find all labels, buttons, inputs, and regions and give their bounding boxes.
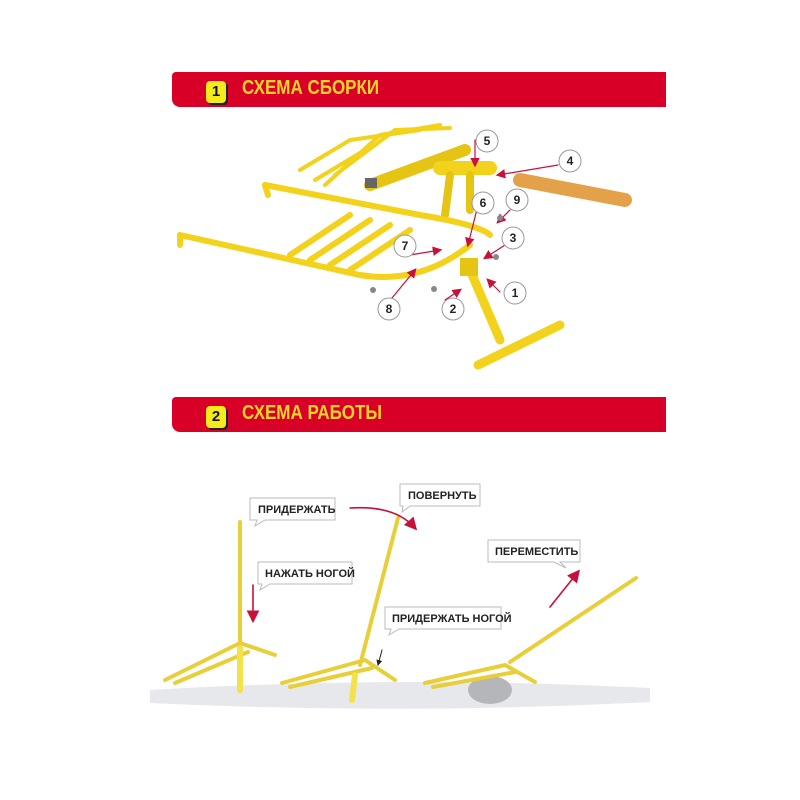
callout-1: 1 <box>503 281 527 305</box>
callout-9: 9 <box>505 188 529 212</box>
svg-text:5: 5 <box>484 134 491 148</box>
foot-step-bar <box>473 320 565 370</box>
arrow-turn <box>349 506 418 531</box>
svg-text:НАЖАТЬ НОГОЙ: НАЖАТЬ НОГОЙ <box>265 567 355 580</box>
section-number-badge: 2 <box>206 406 226 428</box>
callout-8: 8 <box>377 297 401 321</box>
callout-6: 6 <box>471 191 495 215</box>
crossbar <box>364 144 471 191</box>
section-title: СХЕМА СБОРКИ <box>242 77 380 99</box>
svg-text:8: 8 <box>386 302 393 316</box>
callout-5: 5 <box>475 129 499 153</box>
ground <box>150 681 650 709</box>
svg-text:7: 7 <box>402 239 409 253</box>
svg-text:9: 9 <box>514 193 521 207</box>
svg-text:ПРИДЕРЖАТЬ: ПРИДЕРЖАТЬ <box>258 504 336 516</box>
svg-text:ПРИДЕРЖАТЬ НОГОЙ: ПРИДЕРЖАТЬ НОГОЙ <box>392 612 512 625</box>
label-hold-foot: ПРИДЕРЖАТЬ НОГОЙ <box>384 606 512 637</box>
callout-4: 4 <box>558 149 582 173</box>
label-hold: ПРИДЕРЖАТЬ <box>249 497 336 528</box>
callout-3: 3 <box>501 226 525 250</box>
label-turn: ПОВЕРНУТЬ <box>399 483 481 514</box>
assembly-illustration <box>177 123 632 370</box>
svg-text:1: 1 <box>512 286 519 300</box>
fork-tines <box>298 123 452 187</box>
section-banner-assembly: 1 СХЕМА СБОРКИ <box>172 72 666 107</box>
arrow-move <box>549 569 580 608</box>
tool-step-2 <box>280 516 400 703</box>
svg-text:2: 2 <box>450 302 457 316</box>
action-labels: ПРИДЕРЖАТЬ ПОВЕРНУТЬ НАЖАТЬ НОГОЙ ПРИДЕР… <box>249 483 581 637</box>
svg-text:3: 3 <box>510 231 517 245</box>
lifted-soil <box>468 676 512 704</box>
section-number-badge: 1 <box>206 81 226 103</box>
label-press-foot: НАЖАТЬ НОГОЙ <box>257 561 355 592</box>
foot-step-post <box>465 265 505 345</box>
section-title: СХЕМА РАБОТЫ <box>242 402 383 424</box>
wooden-handle <box>513 173 632 207</box>
svg-text:ПЕРЕМЕСТИТЬ: ПЕРЕМЕСТИТЬ <box>495 546 578 558</box>
callout-2: 2 <box>441 297 465 321</box>
tool-step-1 <box>163 520 277 693</box>
svg-text:4: 4 <box>567 154 574 168</box>
svg-text:6: 6 <box>480 196 487 210</box>
svg-text:ПОВЕРНУТЬ: ПОВЕРНУТЬ <box>408 490 477 502</box>
arrow-hold-foot <box>376 649 383 666</box>
part-callouts: 5 4 6 9 3 7 1 2 8 <box>377 129 582 321</box>
operation-illustration <box>150 506 650 709</box>
bar-end <box>365 178 377 188</box>
section-banner-operation: 2 СХЕМА РАБОТЫ <box>172 397 666 432</box>
tool-step-3 <box>423 576 638 689</box>
label-move: ПЕРЕМЕСТИТЬ <box>487 539 581 569</box>
callout-7: 7 <box>393 234 417 258</box>
